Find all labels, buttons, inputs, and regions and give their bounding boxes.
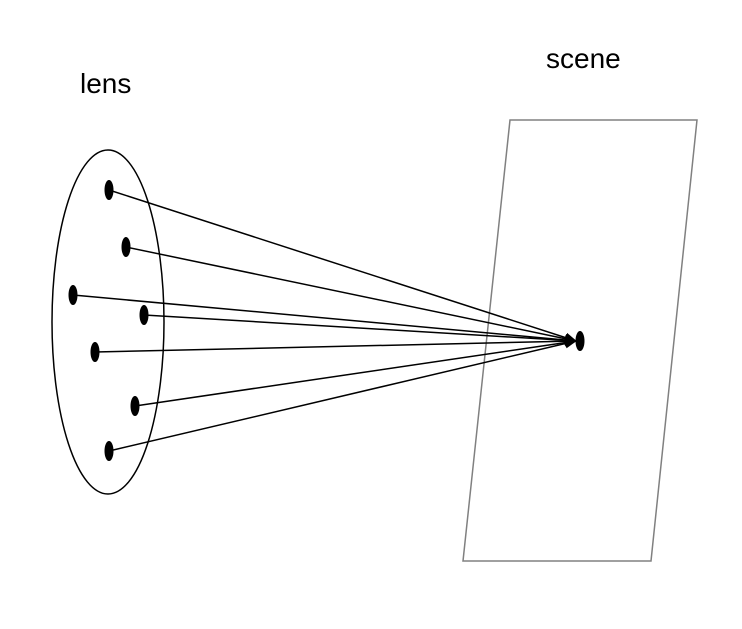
scene-label: scene [546,43,621,74]
ray [94,336,577,353]
lens-point [90,342,100,362]
ray [72,294,577,345]
ray [108,189,577,343]
ray [134,337,577,407]
scene-focal-point [575,331,585,351]
lens-point [104,180,114,200]
ray [125,246,577,344]
lens-point [139,305,149,325]
lens-point [68,285,78,305]
rays [72,189,577,452]
lens-point [121,237,131,257]
scene-plane [462,119,698,562]
lens-point [104,441,114,461]
lens-ellipse [51,149,165,495]
ray [108,338,577,452]
lens-points [68,180,149,461]
lens-point [130,396,140,416]
lens-label: lens [80,68,132,99]
ray [143,314,577,346]
